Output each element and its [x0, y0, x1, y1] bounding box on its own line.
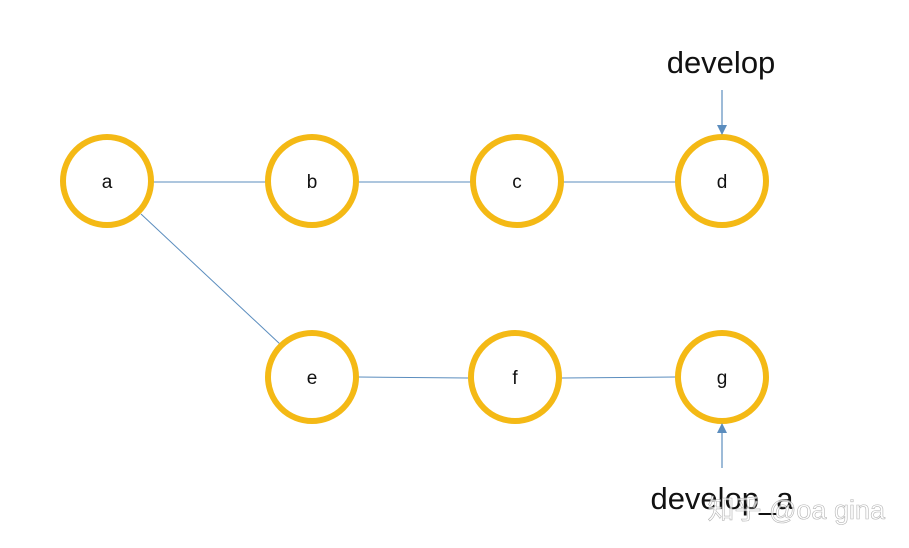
- node-e: e: [265, 330, 359, 424]
- node-d-circle: [675, 134, 769, 228]
- node-b-circle: [265, 134, 359, 228]
- node-c: c: [470, 134, 564, 228]
- node-g-label: g: [717, 368, 728, 389]
- node-c-label: c: [512, 172, 522, 193]
- branch-develop: develop: [667, 45, 776, 135]
- node-a: a: [60, 134, 154, 228]
- node-f: f: [468, 330, 562, 424]
- node-b: b: [265, 134, 359, 228]
- branch-develop-label: develop: [667, 45, 776, 80]
- node-d: d: [675, 134, 769, 228]
- edge-f-g: [561, 376, 677, 379]
- node-g: g: [675, 330, 769, 424]
- node-b-label: b: [307, 172, 318, 193]
- branch-develop-a: develop_a: [650, 423, 794, 516]
- branch-develop-a-label: develop_a: [650, 481, 794, 516]
- node-g-circle: [675, 330, 769, 424]
- node-f-label: f: [512, 368, 518, 389]
- edge-a-e: [140, 213, 282, 346]
- watermark-text: 知乎 @oa gina: [708, 495, 886, 525]
- node-d-label: d: [717, 172, 728, 193]
- node-a-label: a: [102, 172, 113, 193]
- node-c-circle: [470, 134, 564, 228]
- edge-e-f: [357, 376, 469, 379]
- node-f-circle: [468, 330, 562, 424]
- edges-group: [140, 181, 677, 379]
- node-a-circle: [60, 134, 154, 228]
- node-e-circle: [265, 330, 359, 424]
- node-e-label: e: [307, 368, 318, 389]
